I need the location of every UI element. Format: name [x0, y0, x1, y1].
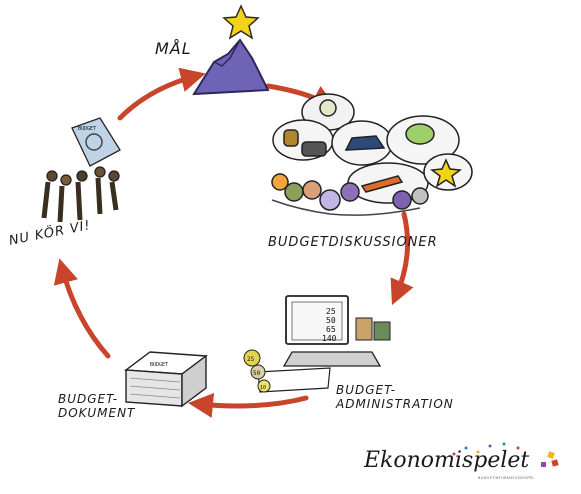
cycle-arrows: [53, 67, 414, 418]
shield-label: BUDGET: [78, 126, 96, 132]
mountain-icon: [192, 38, 270, 96]
administration-illustration: 25 50 65 140 25 50 10: [243, 295, 391, 393]
mountain-goal-illustration: [192, 4, 270, 96]
logo-confetti: [452, 442, 559, 467]
shield-symbol: [85, 133, 103, 151]
arrow-go-to-goal: [117, 67, 206, 121]
screen-value-3: 65: [326, 325, 336, 334]
goal-label: MÅL: [155, 39, 192, 58]
arrow-administration-to-document: [188, 393, 309, 418]
coin-value-2: 50: [253, 370, 261, 377]
document-illustration: BUDGET: [124, 351, 208, 408]
administration-label: BUDGET- ADMINISTRATION: [336, 383, 454, 411]
arrow-document-to-go: [53, 258, 111, 359]
go-illustration: BUDGET: [41, 117, 121, 223]
coin-value-3: 10: [260, 385, 266, 391]
document-label: BUDGET- DOKUMENT: [58, 392, 136, 420]
screen-value-4: 140: [322, 334, 337, 343]
arrow-discussions-to-administration: [390, 211, 414, 306]
screen-value-2: 50: [326, 316, 336, 325]
small-star-icon: [430, 158, 462, 188]
discussion-illustration: [271, 93, 473, 216]
logo-tagline: BUDGETINFORMATIONSSPEL: [478, 476, 535, 480]
coin-value-1: 25: [247, 356, 255, 363]
screen-value-1: 25: [326, 307, 336, 316]
ekonomispelet-logo: Ekonomispelet: [364, 448, 530, 473]
star-icon: [222, 4, 260, 40]
discussions-label: BUDGETDISKUSSIONER: [268, 235, 438, 250]
document-stamp: BUDGET: [150, 362, 168, 368]
